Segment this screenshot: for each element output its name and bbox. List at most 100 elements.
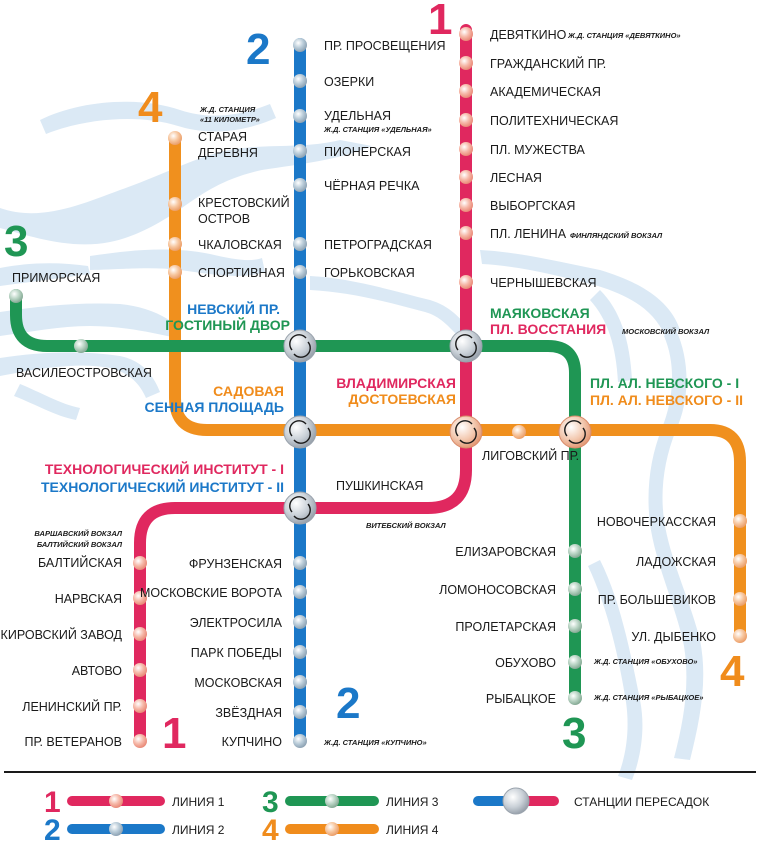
station-label[interactable]: ДЕВЯТКИНО (490, 28, 567, 42)
transfer-mayak-vosstaniya[interactable] (449, 329, 483, 363)
transfer-label[interactable]: ВЛАДИМИРСКАЯ (336, 375, 456, 391)
station-label[interactable]: ПАРК ПОБЕДЫ (191, 646, 282, 660)
station-dot[interactable] (133, 699, 147, 713)
station-dot[interactable] (459, 170, 473, 184)
station-label[interactable]: ПРОЛЕТАРСКАЯ (455, 620, 556, 634)
station-label[interactable]: РЫБАЦКОЕ (486, 692, 556, 706)
station-dot[interactable] (168, 131, 182, 145)
station-label[interactable]: ПЛ. МУЖЕСТВА (490, 143, 586, 157)
station-dot[interactable] (293, 556, 307, 570)
station-dot[interactable] (168, 237, 182, 251)
station-label[interactable]: ЧЕРНЫШЕВСКАЯ (490, 276, 597, 290)
station-label[interactable]: ПЛ. ЛЕНИНА (490, 227, 567, 241)
station-dot[interactable] (293, 585, 307, 599)
station-label[interactable]: ЛЕСНАЯ (490, 171, 542, 185)
station-label[interactable]: МОСКОВСКАЯ (194, 676, 282, 690)
station-label[interactable]: ЕЛИЗАРОВСКАЯ (455, 545, 556, 559)
station-label[interactable]: КРЕСТОВСКИЙ (198, 195, 290, 210)
station-label[interactable]: ОБУХОВО (495, 656, 556, 670)
transfer-al-nevsky[interactable] (558, 415, 592, 449)
station-dot[interactable] (293, 615, 307, 629)
station-dot[interactable] (568, 544, 582, 558)
station-dot[interactable] (133, 663, 147, 677)
station-label[interactable]: ДЕРЕВНЯ (198, 146, 258, 160)
transfer-label[interactable]: ГОСТИНЫЙ ДВОР (165, 316, 290, 333)
station-dot[interactable] (293, 178, 307, 192)
station-label[interactable]: ПРИМОРСКАЯ (12, 271, 100, 285)
station-label[interactable]: ЧКАЛОВСКАЯ (198, 238, 282, 252)
station-label[interactable]: СТАРАЯ (198, 130, 247, 144)
station-dot[interactable] (293, 109, 307, 123)
station-dot[interactable] (568, 655, 582, 669)
station-dot[interactable] (568, 582, 582, 596)
station-label[interactable]: ЛИГОВСКИЙ ПР. (482, 448, 579, 463)
station-label[interactable]: ГОРЬКОВСКАЯ (324, 266, 415, 280)
transfer-label[interactable]: МАЯКОВСКАЯ (490, 305, 590, 321)
station-dot[interactable] (459, 226, 473, 240)
station-dot[interactable] (459, 198, 473, 212)
station-dot[interactable] (133, 591, 147, 605)
station-label[interactable]: БАЛТИЙСКАЯ (38, 555, 122, 570)
station-label[interactable]: ПОЛИТЕХНИЧЕСКАЯ (490, 114, 618, 128)
station-dot[interactable] (293, 734, 307, 748)
station-label[interactable]: УДЕЛЬНАЯ (324, 109, 391, 123)
transfer-label[interactable]: ПЛ. АЛ. НЕВСКОГО - II (590, 392, 743, 408)
station-label[interactable]: ЛАДОЖСКАЯ (636, 555, 716, 569)
station-label[interactable]: ПР. БОЛЬШЕВИКОВ (598, 593, 716, 607)
station-label[interactable]: ГРАЖДАНСКИЙ ПР. (490, 56, 606, 71)
station-dot[interactable] (293, 38, 307, 52)
station-label[interactable]: ОЗЕРКИ (324, 75, 374, 89)
station-dot[interactable] (133, 556, 147, 570)
station-dot[interactable] (459, 56, 473, 70)
station-label[interactable]: УЛ. ДЫБЕНКО (631, 630, 716, 644)
station-dot[interactable] (168, 265, 182, 279)
station-label[interactable]: АКАДЕМИЧЕСКАЯ (490, 85, 601, 99)
station-label[interactable]: ВЫБОРГСКАЯ (490, 199, 575, 213)
station-dot[interactable] (293, 74, 307, 88)
station-label[interactable]: ЧЁРНАЯ РЕЧКА (324, 179, 420, 193)
station-dot[interactable] (293, 705, 307, 719)
station-dot[interactable] (293, 237, 307, 251)
transfer-vlad-dost[interactable] (449, 415, 483, 449)
station-label[interactable]: ПИОНЕРСКАЯ (324, 145, 411, 159)
station-label[interactable]: ЗВЁЗДНАЯ (215, 706, 282, 720)
station-dot[interactable] (293, 675, 307, 689)
transfer-label[interactable]: ПЛ. ВОССТАНИЯ (490, 321, 606, 337)
station-dot[interactable] (293, 144, 307, 158)
transfer-label[interactable]: НЕВСКИЙ ПР. (187, 300, 280, 317)
station-dot[interactable] (293, 265, 307, 279)
station-dot[interactable] (733, 629, 747, 643)
station-dot[interactable] (293, 645, 307, 659)
station-dot[interactable] (9, 289, 23, 303)
transfer-nevsky-gostiny[interactable] (283, 329, 317, 363)
station-label[interactable]: ПР. ВЕТЕРАНОВ (25, 735, 122, 749)
transfer-label[interactable]: ТЕХНОЛОГИЧЕСКИЙ ИНСТИТУТ - II (41, 478, 284, 495)
station-label[interactable]: ЛОМОНОСОВСКАЯ (439, 583, 556, 597)
station-dot[interactable] (733, 554, 747, 568)
station-dot[interactable] (133, 627, 147, 641)
station-label[interactable]: ЛЕНИНСКИЙ ПР. (22, 699, 122, 714)
transfer-label[interactable]: СЕННАЯ ПЛОЩАДЬ (145, 399, 284, 415)
station-label[interactable]: МОСКОВСКИЕ ВОРОТА (140, 586, 283, 600)
station-dot[interactable] (733, 592, 747, 606)
transfer-tech-institute[interactable] (283, 491, 317, 525)
station-dot[interactable] (512, 425, 526, 439)
station-dot[interactable] (459, 142, 473, 156)
station-label[interactable]: ПЕТРОГРАДСКАЯ (324, 238, 432, 252)
station-dot[interactable] (168, 197, 182, 211)
transfer-sadovaya-sennaya[interactable] (283, 415, 317, 449)
station-label[interactable]: НАРВСКАЯ (55, 592, 122, 606)
station-label[interactable]: КУПЧИНО (222, 735, 283, 749)
station-label[interactable]: ВАСИЛЕОСТРОВСКАЯ (16, 366, 152, 380)
station-dot[interactable] (133, 734, 147, 748)
station-label[interactable]: СПОРТИВНАЯ (198, 266, 285, 280)
station-dot[interactable] (568, 619, 582, 633)
station-dot[interactable] (733, 514, 747, 528)
transfer-label[interactable]: ПЛ. АЛ. НЕВСКОГО - I (590, 375, 739, 391)
station-label[interactable]: ЭЛЕКТРОСИЛА (190, 616, 283, 630)
station-label[interactable]: ПР. ПРОСВЕЩЕНИЯ (324, 39, 445, 53)
station-dot[interactable] (459, 84, 473, 98)
station-dot[interactable] (74, 339, 88, 353)
station-dot[interactable] (568, 691, 582, 705)
station-label[interactable]: ОСТРОВ (198, 212, 250, 226)
